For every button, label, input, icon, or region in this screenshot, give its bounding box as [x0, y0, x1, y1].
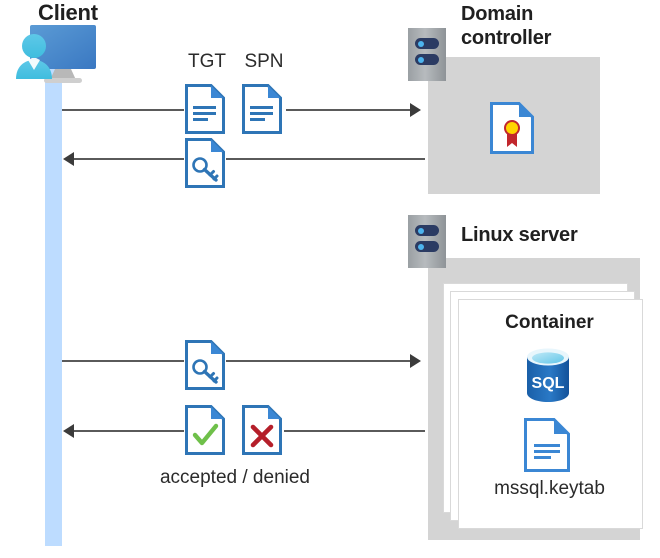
- tgt-label: TGT: [188, 51, 226, 72]
- server-rack-icon: [408, 28, 446, 81]
- keytab-document-icon: [524, 418, 570, 472]
- spn-document-icon: [242, 84, 282, 134]
- message-4-arrowhead: [63, 424, 74, 438]
- message-2-line-left: [74, 158, 184, 160]
- message-1-arrowhead: [410, 103, 421, 117]
- message-2-line-right: [226, 158, 425, 160]
- domain-controller-title-line1: Domain: [461, 3, 534, 25]
- sql-database-icon: SQL: [521, 346, 575, 404]
- linux-server-title: Linux server: [461, 224, 578, 246]
- server-rack-icon: [408, 215, 446, 268]
- container-title: Container: [505, 312, 594, 333]
- message-2-arrowhead: [63, 152, 74, 166]
- container-card-front[interactable]: [458, 299, 643, 529]
- message-3-line-right: [226, 360, 410, 362]
- key-document-icon: [185, 138, 225, 188]
- domain-controller-title: Domain controller: [461, 2, 636, 50]
- certificate-document-icon: [490, 102, 534, 154]
- message-4-line-left: [74, 430, 184, 432]
- message-1-line-right: [286, 109, 410, 111]
- spn-label: SPN: [244, 51, 284, 72]
- domain-controller-title-line2: controller: [461, 27, 552, 49]
- accepted-check-document-icon: [185, 405, 225, 455]
- svg-text:SQL: SQL: [532, 375, 565, 392]
- keytab-label: mssql.keytab: [494, 478, 605, 499]
- message-1-line-left: [62, 109, 184, 111]
- client-workstation-user-icon: [8, 22, 108, 84]
- client-title: Client: [38, 0, 98, 25]
- message-4-line-right: [284, 430, 425, 432]
- accepted-denied-caption: accepted / denied: [159, 467, 310, 488]
- tgt-document-icon: [185, 84, 225, 134]
- denied-cross-document-icon: [242, 405, 282, 455]
- message-3-arrowhead: [410, 354, 421, 368]
- client-lifeline: [45, 60, 62, 546]
- message-3-line-left: [62, 360, 184, 362]
- key-document-icon: [185, 340, 225, 390]
